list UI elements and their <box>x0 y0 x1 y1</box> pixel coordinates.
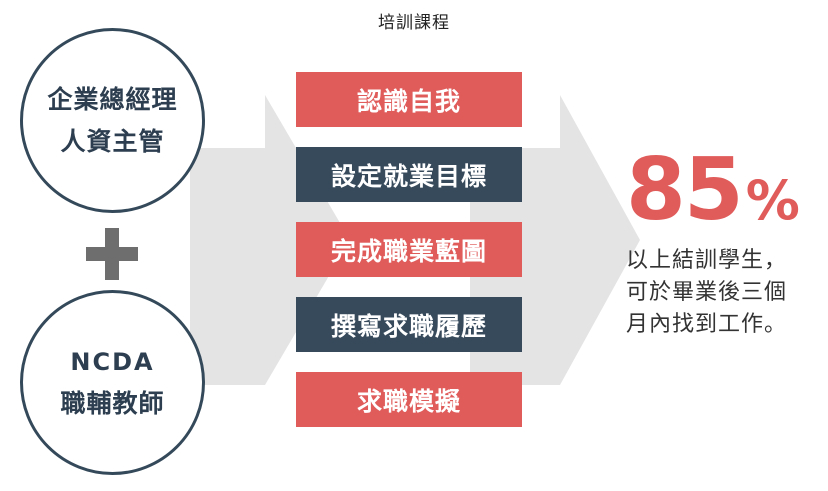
circle-ncda-line2: 職輔教師 <box>60 388 165 418</box>
plus-icon <box>86 228 138 280</box>
result-caption: 以上結訓學生， 可於畢業後三個 月內找到工作。 <box>626 245 826 341</box>
result-percentage-value: 85 <box>626 140 744 240</box>
step-career-blueprint: 完成職業藍圖 <box>296 222 522 277</box>
circle-ncda-line1: NCDA <box>70 347 155 376</box>
result-caption-line: 月內找到工作。 <box>626 312 788 337</box>
circle-ncda-counselors: NCDA 職輔教師 <box>20 290 205 475</box>
diagram-title: 培訓課程 <box>378 13 450 33</box>
step-resume-writing: 撰寫求職履歷 <box>296 297 522 352</box>
step-self-awareness: 認識自我 <box>296 72 522 127</box>
circle-executives: 企業總經理 人資主管 <box>20 28 205 213</box>
result-percentage: 85% <box>626 140 800 240</box>
step-job-simulation: 求職模擬 <box>296 372 522 427</box>
result-caption-line: 以上結訓學生， <box>626 248 788 273</box>
circle-executives-line1: 企業總經理 <box>47 84 178 114</box>
step-career-goals: 設定就業目標 <box>296 147 522 202</box>
result-percentage-sign: % <box>745 169 800 232</box>
result-caption-line: 可於畢業後三個 <box>626 280 788 305</box>
left-arrow-shape <box>190 95 350 385</box>
circle-executives-line2: 人資主管 <box>60 126 165 156</box>
